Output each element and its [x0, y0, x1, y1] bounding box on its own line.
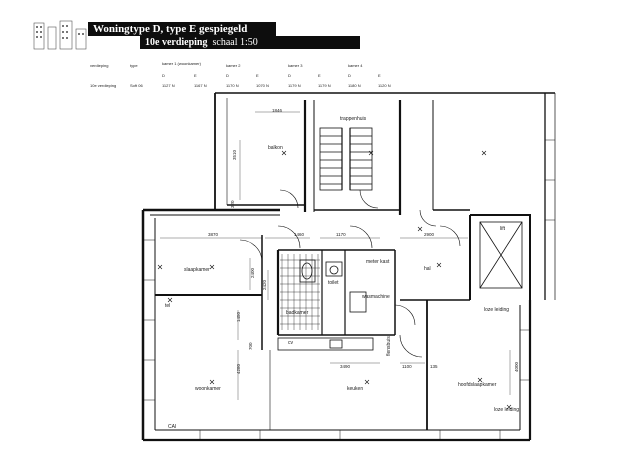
room-label-slaapkamer: slaapkamer — [184, 267, 210, 273]
dim-2400: 2400 — [250, 267, 255, 278]
spec-cell: D — [162, 73, 165, 78]
spec-cell: 1179 N — [288, 83, 301, 88]
spec-header-kamer2: kamer 2 — [226, 63, 241, 68]
room-label-hal: hal — [424, 266, 431, 272]
staircase — [319, 127, 373, 191]
dim-4280: 4280 — [236, 363, 241, 374]
note-loze-leiding-2: loze leiding — [494, 407, 519, 413]
kitchen-counter — [277, 337, 374, 351]
spec-cell: E — [256, 73, 259, 78]
note-cv: cv — [288, 340, 294, 346]
spec-cell: D — [226, 73, 229, 78]
dimension-lines — [160, 111, 511, 400]
light-points — [157, 150, 512, 410]
spec-cell: 1070 N — [256, 83, 269, 88]
spec-row-label: 10e verdieping — [90, 83, 117, 88]
dim-4000: 4000 — [514, 361, 519, 372]
spec-header-kamer1: kamer 1 (woonkamer) — [162, 61, 201, 66]
spec-cell: 1127 N — [162, 83, 175, 88]
spec-cell: D — [348, 73, 351, 78]
dim-700: 700 — [248, 342, 253, 350]
dim-1170: 1170 — [336, 232, 346, 237]
dim-1460: 1460 — [294, 232, 305, 237]
spec-cell: D — [288, 73, 291, 78]
plan-subtitle: 10e verdieping schaal 1:50 — [140, 36, 360, 49]
spec-cell: 1167 N — [194, 83, 207, 88]
dim-3870: 3870 — [208, 232, 219, 237]
bathroom-fixtures — [299, 259, 367, 313]
spec-cell: 1180 N — [348, 83, 361, 88]
room-label-trappenhuis: trappenhuis — [340, 116, 367, 122]
room-label-wasmachine: wasmachine — [362, 294, 390, 300]
dim-3510: 3510 — [232, 149, 237, 160]
spec-cell: 1170 N — [226, 83, 239, 88]
spec-cell: Soft 06 — [130, 83, 143, 88]
room-label-balkon: balkon — [268, 145, 283, 151]
lift-outer — [470, 214, 531, 300]
spec-cell: E — [194, 73, 197, 78]
dim-1100: 1100 — [402, 364, 412, 369]
dim-135: 135 — [430, 364, 438, 369]
spec-cell: E — [318, 73, 321, 78]
room-label-hoofdslaapkamer: hoofdslaapkamer — [458, 382, 497, 388]
floor-label: 10e verdieping — [145, 37, 208, 48]
room-label-toilet: toilet — [328, 280, 339, 286]
spec-header-verdieping: verdieping — [90, 63, 109, 68]
plan-title: Woningtype D, type E gespiegeld — [88, 22, 276, 36]
room-label-keuken: keuken — [347, 386, 363, 392]
dim-1450: 1450 — [236, 311, 241, 322]
spec-cell: 1120 N — [378, 83, 391, 88]
building-logo-icon — [30, 20, 90, 51]
room-label-badkamer: badkamer — [286, 310, 309, 316]
spec-header-type: type — [130, 63, 138, 68]
note-loze-leiding-1: loze leiding — [484, 307, 509, 313]
dim-1846: 1846 — [272, 108, 283, 113]
dim-2420: 2420 — [262, 279, 267, 290]
dim-2900: 2900 — [424, 232, 435, 237]
room-label-lift: lift — [500, 226, 506, 232]
lift-box — [479, 221, 523, 289]
room-label-meterkast: meter kast — [366, 259, 390, 265]
spec-header-kamer4: kamer 4 — [348, 63, 363, 68]
spec-header-kamer3: kamer 3 — [288, 63, 303, 68]
scale-label: schaal 1:50 — [212, 37, 258, 48]
door-swings — [239, 189, 461, 358]
dim-3490: 3490 — [340, 364, 351, 369]
note-cai: CAI — [168, 424, 176, 430]
note-tel: tel — [165, 303, 170, 309]
window-marks — [143, 139, 555, 440]
note-flensbuis: flensbuis — [386, 336, 392, 356]
spec-cell: 1179 N — [318, 83, 331, 88]
room-label-woonkamer: woonkamer — [195, 386, 221, 392]
spec-cell: E — [378, 73, 381, 78]
dim-320: 320 — [230, 200, 235, 208]
